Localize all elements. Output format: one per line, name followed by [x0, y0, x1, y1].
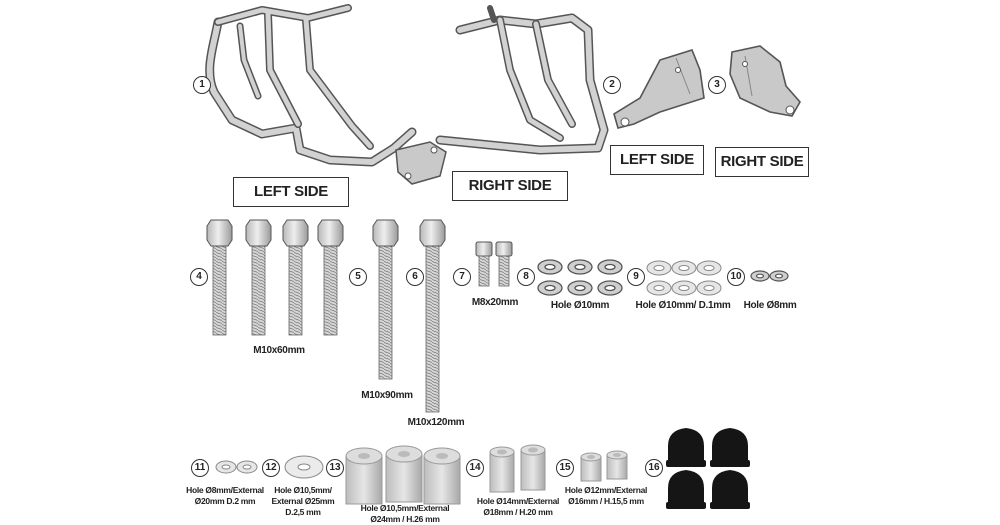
label-spacer-14: Hole Ø14mm/External Ø18mm / H.20 mm: [468, 496, 568, 518]
label-washer-12: Hole Ø10,5mm/ External Ø25mm D.2,5 mm: [266, 485, 340, 518]
label-washer-11-line2: Ø20mm D.2 mm: [194, 496, 256, 506]
part-number-12: 12: [262, 459, 280, 477]
spacers-h26: [345, 445, 461, 505]
spacers-h15-5: [580, 450, 628, 482]
bolts-m8x20: [475, 241, 513, 287]
washers-hole10: [646, 260, 722, 296]
part-number-4: 4: [190, 268, 208, 286]
bolt-m10x90: [372, 219, 399, 380]
bolt: [317, 219, 344, 336]
label-spacer-15-line1: Hole Ø12mm/External: [564, 485, 648, 495]
cap-nut: [666, 428, 706, 467]
label-m8x20: M8x20mm: [471, 297, 519, 308]
right-side-label: RIGHT SIDE: [452, 171, 568, 201]
label-nut-hole10: Hole Ø10mm: [550, 300, 610, 311]
label-washer-12-line3: D.2,5 mm: [285, 507, 321, 517]
left-bracket-side-label: LEFT SIDE: [610, 145, 704, 175]
cap-nut: [666, 470, 706, 509]
spacer: [489, 446, 515, 493]
label-spacer-13: Hole Ø10,5mm/External Ø24mm / H.26 mm: [352, 503, 458, 525]
spacers-h20: [489, 444, 546, 493]
spacer: [580, 452, 602, 482]
bolt: [282, 219, 309, 336]
part-number-3: 3: [708, 76, 726, 94]
label-spacer-13-line2: Ø24mm / H.26 mm: [370, 514, 440, 524]
label-spacer-14-line2: Ø18mm / H.20 mm: [483, 507, 553, 517]
right-bracket-side-label: RIGHT SIDE: [715, 147, 809, 177]
label-washer-12-line1: Hole Ø10,5mm/: [274, 485, 332, 495]
part-number-10: 10: [727, 268, 745, 286]
label-washer-12-line2: External Ø25mm: [271, 496, 335, 506]
part-number-1: 1: [193, 76, 211, 94]
bolts-m10x60: [206, 219, 344, 336]
part-number-5: 5: [349, 268, 367, 286]
cap-nut: [710, 428, 750, 467]
right-crash-bar: [435, 5, 609, 155]
bolt-m10x120: [419, 219, 446, 413]
part-number-13: 13: [326, 459, 344, 477]
label-m10x120: M10x120mm: [407, 417, 465, 428]
spacer: [606, 450, 628, 480]
bolt: [245, 219, 272, 336]
part-number-14: 14: [466, 459, 484, 477]
part-number-6: 6: [406, 268, 424, 286]
spacer: [385, 445, 423, 503]
cap-nuts: [666, 428, 750, 509]
nuts-hole8: [750, 270, 789, 282]
label-spacer-14-line1: Hole Ø14mm/External: [476, 496, 560, 506]
left-side-label: LEFT SIDE: [233, 177, 349, 207]
label-m10x90: M10x90mm: [361, 390, 413, 401]
left-bracket-plate: [613, 49, 705, 129]
bolt: [206, 219, 233, 336]
part-number-9: 9: [627, 268, 645, 286]
part-number-8: 8: [517, 268, 535, 286]
part-number-16: 16: [645, 459, 663, 477]
nuts-hole10: [537, 259, 623, 296]
washer-hole10-5: [284, 455, 324, 479]
part-number-2: 2: [603, 76, 621, 94]
right-bracket-plate: [729, 45, 801, 117]
part-number-11: 11: [191, 459, 209, 477]
label-spacer-13-line1: Hole Ø10,5mm/External: [360, 503, 450, 513]
part-number-15: 15: [556, 459, 574, 477]
label-nut-hole8: Hole Ø8mm: [743, 300, 797, 311]
part-number-7: 7: [453, 268, 471, 286]
cap-nut: [710, 470, 750, 509]
label-washer-11-line1: Hole Ø8mm/External: [186, 485, 264, 495]
label-washer-hole10: Hole Ø10mm/ D.1mm: [635, 300, 731, 311]
left-crash-bar: [205, 4, 417, 167]
label-washer-11: Hole Ø8mm/External Ø20mm D.2 mm: [183, 485, 267, 507]
washers-hole8: [215, 460, 258, 474]
label-spacer-15-line2: Ø16mm / H.15,5 mm: [568, 496, 644, 506]
spacer: [520, 444, 546, 491]
label-spacer-15: Hole Ø12mm/External Ø16mm / H.15,5 mm: [558, 485, 654, 507]
small-bracket: [395, 141, 447, 185]
spacer: [345, 447, 383, 505]
spacer: [423, 447, 461, 505]
label-m10x60: M10x60mm: [253, 345, 305, 356]
